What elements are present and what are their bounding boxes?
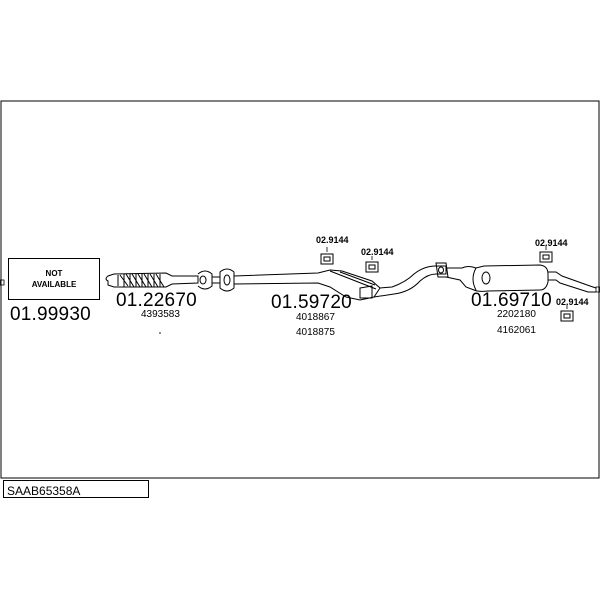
part-ref-4-1: 2202180 <box>497 309 536 320</box>
dot-mark <box>159 332 161 334</box>
part-ref-2-1: 4393583 <box>141 309 180 320</box>
rear-silencer-drawing <box>445 264 597 293</box>
diagram-code: SAAB65358A <box>7 484 81 498</box>
part-number-2: 01.22670 <box>116 290 197 311</box>
front-pipe-drawing <box>105 270 220 290</box>
part-number-3: 01.59720 <box>271 292 352 313</box>
left-edge-mark <box>0 279 5 286</box>
part-ref-4-2: 4162061 <box>497 325 536 336</box>
hanger-label-1: 02.9144 <box>316 235 349 245</box>
diagram-frame <box>0 100 600 479</box>
part-ref-3-2: 4018875 <box>296 327 335 338</box>
not-available-box: NOT AVAILABLE <box>8 258 100 300</box>
part-number-1: 01.99930 <box>10 304 91 325</box>
middle-section-drawing <box>219 262 449 301</box>
hanger-label-3: 02.9144 <box>535 238 568 248</box>
diagram-code-box: SAAB65358A <box>3 480 149 498</box>
not-available-text: NOT AVAILABLE <box>31 269 77 289</box>
hanger-label-2: 02.9144 <box>361 247 394 257</box>
hanger-label-4: 02.9144 <box>556 297 589 307</box>
right-edge-mark <box>595 286 600 293</box>
part-number-4: 01.69710 <box>471 290 552 311</box>
part-ref-3-1: 4018867 <box>296 312 335 323</box>
hanger-drawings <box>320 245 574 322</box>
